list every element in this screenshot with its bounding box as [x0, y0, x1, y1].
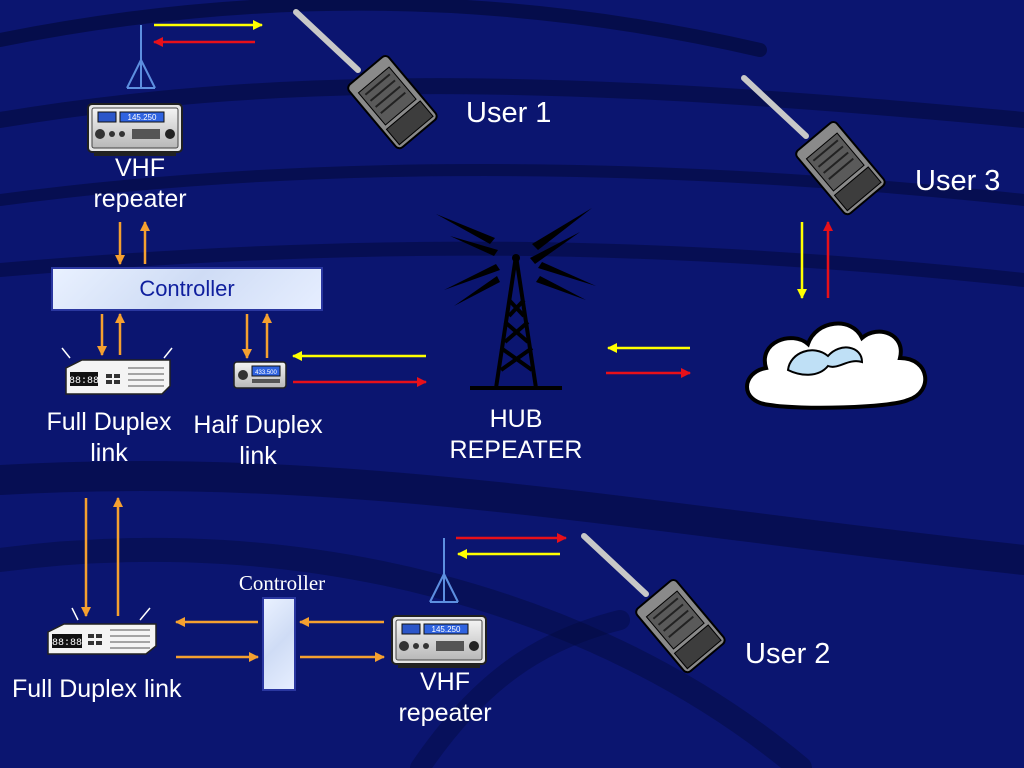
antenna-icon [429, 538, 459, 603]
handheld-radio-icon [581, 533, 726, 674]
full-duplex-top-label: Full Duplex link [46, 408, 172, 468]
hub-repeater-label: HUB REPEATER [449, 405, 583, 465]
vhf-repeater-top-label: VHF repeater [93, 154, 187, 214]
link-unit-icon: 88:88 [61, 347, 173, 395]
link-unit-icon: 88:88 [47, 607, 157, 655]
user2-label: User 2 [745, 638, 831, 670]
controller-top: Controller [51, 267, 323, 311]
halfduplex-freq: 433.500 [255, 370, 277, 376]
controller-bottom [262, 597, 296, 691]
radio-repeater-icon: 145.250 [391, 615, 487, 668]
controller-top-label: Controller [139, 276, 235, 301]
tower-icon [436, 208, 596, 390]
antenna-icon [126, 25, 156, 89]
radio-repeater-icon: 145.250 [87, 103, 183, 156]
half-duplex-label: Half Duplex link [193, 411, 323, 471]
vhf-repeater-bottom-label: VHF repeater [398, 668, 492, 728]
user3-label: User 3 [915, 165, 1001, 197]
controller-bottom-label: Controller [238, 571, 326, 595]
handheld-radio-icon [741, 75, 886, 216]
full-duplex-bottom-label: Full Duplex link [12, 675, 182, 703]
user1-label: User 1 [466, 97, 552, 129]
radio-repeater-icon: 433.500 [233, 361, 287, 389]
handheld-radio-icon [293, 9, 438, 150]
fullduplex-bottom-readout: 88:88 [52, 638, 82, 649]
repeater-bottom-freq: 145.250 [432, 625, 461, 634]
cloud-icon [745, 321, 928, 410]
repeater-top-freq: 145.250 [128, 113, 157, 122]
fullduplex-top-readout: 88:88 [69, 376, 99, 387]
